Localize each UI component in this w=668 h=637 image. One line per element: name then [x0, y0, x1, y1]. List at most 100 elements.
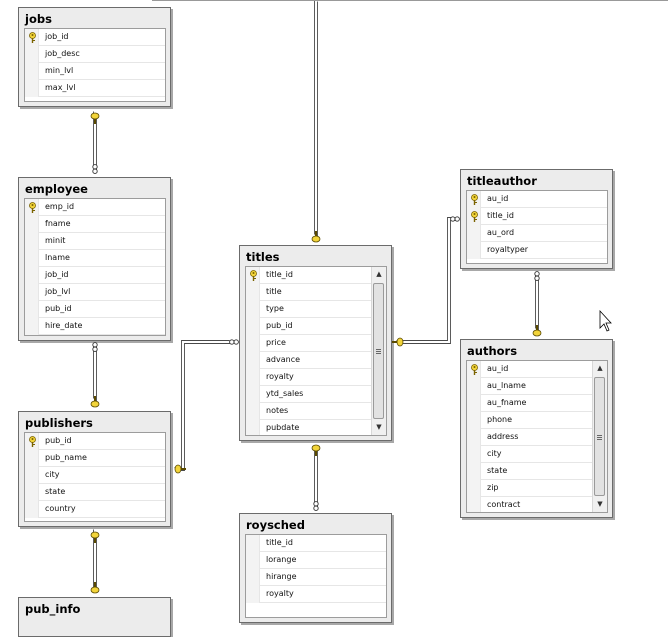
column-row[interactable]: max_lvl	[25, 80, 165, 97]
row-selector[interactable]	[246, 586, 260, 603]
row-selector[interactable]	[467, 378, 481, 395]
relationship-titles-roysched[interactable]	[314, 445, 318, 507]
column-row[interactable]: au_id	[467, 361, 592, 378]
scroll-down-arrow-icon[interactable]: ▼	[376, 423, 382, 431]
column-row[interactable]: pub_name	[25, 450, 165, 467]
row-selector[interactable]	[246, 386, 260, 403]
column-row[interactable]: type	[246, 301, 371, 318]
column-row[interactable]: pubdate	[246, 420, 371, 435]
column-row[interactable]: pub_id	[246, 318, 371, 335]
row-selector[interactable]	[25, 80, 39, 97]
relationship-jobs-employee[interactable]	[93, 111, 97, 170]
scroll-up-arrow-icon[interactable]: ▲	[376, 270, 382, 278]
column-row[interactable]: pub_id	[25, 301, 165, 318]
row-selector[interactable]	[246, 335, 260, 352]
row-selector[interactable]	[25, 46, 39, 63]
row-selector[interactable]	[25, 301, 39, 318]
row-selector[interactable]	[246, 403, 260, 420]
column-row[interactable]: royalty	[246, 369, 371, 386]
column-row[interactable]: royalty	[246, 586, 386, 603]
relationship-employee-publishers[interactable]	[93, 343, 97, 402]
column-row[interactable]: contract	[467, 497, 592, 512]
row-selector[interactable]	[25, 250, 39, 267]
column-row[interactable]: state	[25, 484, 165, 501]
row-selector[interactable]	[25, 467, 39, 484]
table-title[interactable]: roysched	[246, 518, 305, 532]
column-row[interactable]: lname	[25, 250, 165, 267]
relationship-top-titles[interactable]	[314, 0, 318, 238]
row-selector[interactable]	[25, 216, 39, 233]
row-selector[interactable]	[246, 420, 260, 435]
row-selector[interactable]	[25, 63, 39, 80]
column-row[interactable]: au_fname	[467, 395, 592, 412]
row-selector[interactable]	[467, 412, 481, 429]
column-row[interactable]: hire_date	[25, 318, 165, 335]
vertical-scrollbar[interactable]: ▲▼	[371, 267, 386, 435]
row-selector[interactable]	[25, 484, 39, 501]
relationship-titleauthor-authors[interactable]	[535, 273, 539, 332]
column-row[interactable]: emp_id	[25, 199, 165, 216]
table-title[interactable]: employee	[25, 182, 88, 196]
vertical-scrollbar[interactable]: ▲▼	[592, 361, 607, 512]
relationship-publishers-pub_info[interactable]	[93, 529, 97, 593]
table-title[interactable]: publishers	[25, 416, 93, 430]
row-selector[interactable]	[246, 535, 260, 552]
row-selector[interactable]	[246, 569, 260, 586]
column-row[interactable]: notes	[246, 403, 371, 420]
row-selector[interactable]	[25, 501, 39, 518]
table-title[interactable]: titleauthor	[467, 174, 537, 188]
column-row[interactable]: phone	[467, 412, 592, 429]
column-row[interactable]: city	[467, 446, 592, 463]
column-row[interactable]: au_id	[467, 191, 607, 208]
scroll-thumb[interactable]	[594, 377, 605, 496]
row-selector[interactable]	[25, 284, 39, 301]
column-row[interactable]: lorange	[246, 552, 386, 569]
column-row[interactable]: city	[25, 467, 165, 484]
relationship-publishers-titles[interactable]	[174, 340, 233, 471]
row-selector[interactable]	[246, 369, 260, 386]
table-title[interactable]: authors	[467, 344, 518, 358]
column-row[interactable]: title_id	[467, 208, 607, 225]
row-selector[interactable]	[467, 480, 481, 497]
row-selector[interactable]	[246, 301, 260, 318]
column-row[interactable]: job_id	[25, 29, 165, 46]
column-row[interactable]: job_lvl	[25, 284, 165, 301]
column-row[interactable]: au_ord	[467, 225, 607, 242]
scroll-thumb[interactable]	[373, 283, 384, 419]
row-selector[interactable]	[25, 450, 39, 467]
row-selector[interactable]	[246, 284, 260, 301]
row-selector[interactable]	[467, 463, 481, 480]
column-row[interactable]: title_id	[246, 267, 371, 284]
row-selector[interactable]	[467, 225, 481, 242]
row-selector[interactable]	[467, 242, 481, 259]
column-row[interactable]: title	[246, 284, 371, 301]
scroll-down-arrow-icon[interactable]: ▼	[597, 500, 603, 508]
scroll-up-arrow-icon[interactable]: ▲	[597, 364, 603, 372]
row-selector[interactable]	[246, 318, 260, 335]
table-title[interactable]: jobs	[25, 12, 52, 26]
column-row[interactable]: price	[246, 335, 371, 352]
table-title[interactable]: titles	[246, 250, 280, 264]
row-selector[interactable]	[246, 352, 260, 369]
row-selector[interactable]	[467, 395, 481, 412]
column-row[interactable]: au_lname	[467, 378, 592, 395]
column-row[interactable]: hirange	[246, 569, 386, 586]
row-selector[interactable]	[467, 446, 481, 463]
column-row[interactable]: job_id	[25, 267, 165, 284]
column-row[interactable]: min_lvl	[25, 63, 165, 80]
column-row[interactable]: address	[467, 429, 592, 446]
column-row[interactable]: ytd_sales	[246, 386, 371, 403]
row-selector[interactable]	[25, 318, 39, 335]
column-row[interactable]: country	[25, 501, 165, 518]
column-row[interactable]: job_desc	[25, 46, 165, 63]
column-row[interactable]: advance	[246, 352, 371, 369]
row-selector[interactable]	[25, 233, 39, 250]
row-selector[interactable]	[467, 497, 481, 512]
